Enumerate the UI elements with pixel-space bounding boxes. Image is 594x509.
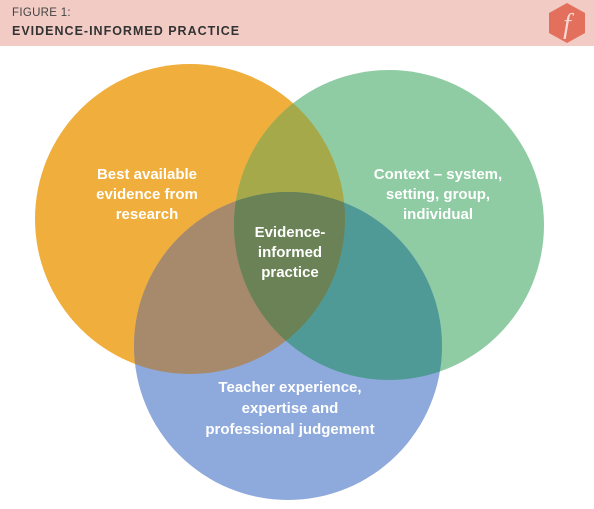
label-research: Best available evidence from research	[96, 166, 198, 223]
venn-label-line: evidence from	[96, 186, 198, 203]
venn-label-line: Teacher experience,	[218, 379, 361, 396]
venn-label-line: individual	[403, 206, 473, 223]
hexagon-f-logo-icon: f	[549, 3, 585, 43]
venn-label-line: Evidence-	[255, 224, 326, 241]
venn-label-line: Best available	[97, 166, 197, 183]
venn-label-line: research	[116, 206, 179, 223]
venn-label-line: informed	[258, 244, 322, 261]
label-teacher: Teacher experience, expertise and profes…	[205, 379, 374, 438]
logo-glyph: f	[563, 9, 574, 40]
label-context: Context – system, setting, group, indivi…	[374, 166, 502, 223]
venn-label-line: expertise and	[242, 400, 339, 417]
venn-label-line: practice	[261, 264, 319, 281]
venn-label-line: professional judgement	[205, 421, 374, 438]
figure-title: EVIDENCE-INFORMED PRACTICE	[12, 24, 241, 38]
figure-header: FIGURE 1: EVIDENCE-INFORMED PRACTICE f	[0, 0, 594, 46]
venn-label-line: Context – system,	[374, 166, 502, 183]
figure-label: FIGURE 1:	[12, 7, 71, 19]
venn-label-line: setting, group,	[386, 186, 490, 203]
label-center: Evidence- informed practice	[255, 224, 326, 281]
